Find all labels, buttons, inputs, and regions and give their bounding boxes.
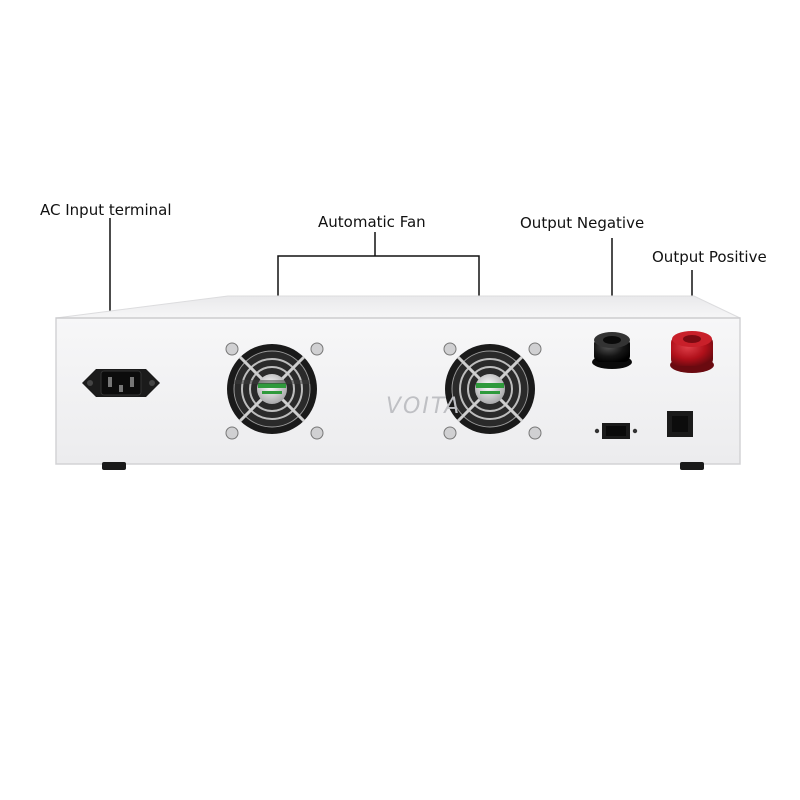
fan-right-screws [443,342,542,440]
brand-watermark: VOITA [386,394,461,419]
left-foot [102,462,126,470]
output-negative-label: Output Negative [520,214,645,232]
ac-input-label: AC Input terminal [40,201,172,219]
output-positive-terminal[interactable] [670,331,714,373]
fan-left-screws [225,342,324,440]
output-positive-label: Output Positive [652,248,767,266]
cooling-fan-left [227,344,317,434]
chassis-face [55,317,741,465]
communication-port[interactable] [594,423,638,439]
ac-input-socket[interactable] [82,369,160,397]
chassis-top [55,295,741,319]
cooling-fan-right [445,344,535,434]
output-negative-terminal[interactable] [592,332,632,369]
right-foot [680,462,704,470]
square-socket[interactable] [667,411,693,437]
automatic-fan-label: Automatic Fan [318,213,426,231]
